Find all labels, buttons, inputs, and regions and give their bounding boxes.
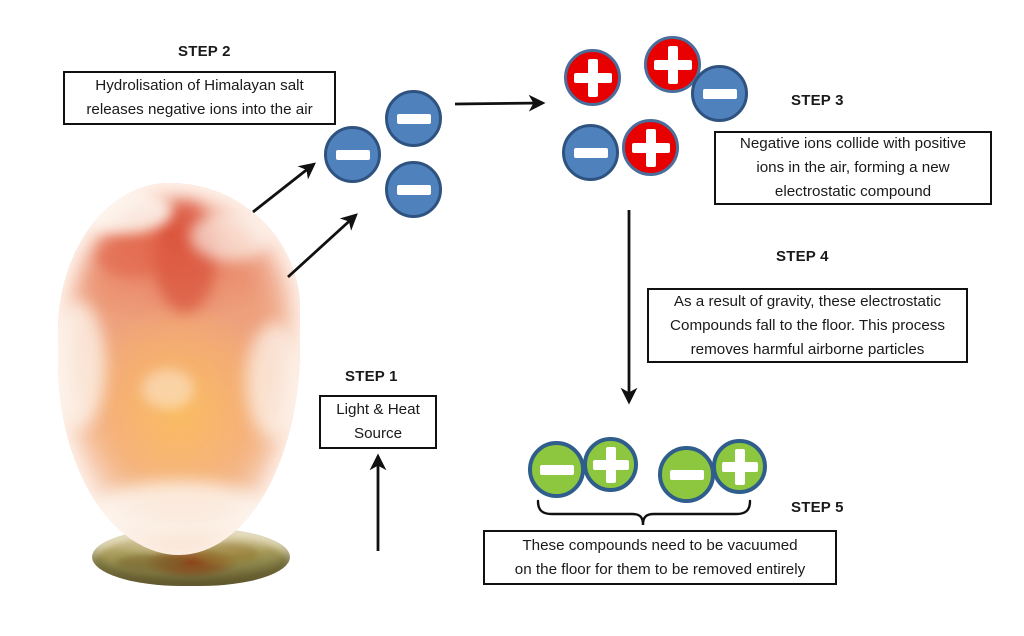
minus-icon <box>396 113 431 124</box>
negative-ion <box>385 90 442 147</box>
step1-box: Light & Heat Source <box>319 395 437 449</box>
step5-box-line2: on the floor for them to be removed enti… <box>514 560 806 578</box>
lamp-base-marbling <box>116 555 186 571</box>
step2-box: Hydrolisation of Himalayan salt releases… <box>63 71 336 125</box>
rock-white-patch <box>58 301 106 429</box>
step2-box-line2: releases negative ions into the air <box>86 101 313 118</box>
rock-white-patch <box>246 323 300 439</box>
step3-label: STEP 3 <box>791 92 844 109</box>
plus-icon <box>721 448 758 485</box>
step5-box: These compounds need to be vacuumed on t… <box>483 530 837 585</box>
step2-box-line1: Hydrolisation of Himalayan salt <box>95 77 304 94</box>
positive-ion <box>622 119 679 176</box>
minus-icon <box>335 149 370 160</box>
step1-box-line2: Source <box>353 425 403 442</box>
rock-white-patch <box>92 481 268 543</box>
step4-box-line3: removes harmful airborne particles <box>690 340 925 358</box>
minus-icon <box>573 147 608 158</box>
minus-icon <box>539 464 574 475</box>
step3-box-line2: ions in the air, forming a new <box>756 159 950 176</box>
compound-negative-ion <box>658 446 715 503</box>
negative-ion <box>691 65 748 122</box>
plus-icon <box>631 128 670 167</box>
step2-label: STEP 2 <box>178 43 231 60</box>
rock-red-streak <box>96 235 170 277</box>
compounds-underbrace <box>536 499 752 526</box>
rock-white-patch <box>190 211 272 261</box>
compound-positive-ion <box>583 437 638 492</box>
salt-lamp-image <box>58 183 306 595</box>
step4-box: As a result of gravity, these electrosta… <box>647 288 968 363</box>
negative-ion <box>562 124 619 181</box>
step3-box: Negative ions collide with positive ions… <box>714 131 992 205</box>
step1-box-line1: Light & Heat <box>336 401 420 418</box>
lamp-base-marbling <box>198 543 258 565</box>
positive-ion <box>564 49 621 106</box>
rock-white-patch <box>76 189 172 233</box>
minus-icon <box>669 469 704 480</box>
step5-box-line1: These compounds need to be vacuumed <box>522 536 798 554</box>
rock-white-patch <box>142 369 194 409</box>
compound-positive-ion <box>712 439 767 494</box>
step3-box-line3: electrostatic compound <box>774 183 932 200</box>
minus-icon <box>702 88 737 99</box>
step4-box-line2: Compounds fall to the floor. This proces… <box>670 316 945 334</box>
step4-box-line1: As a result of gravity, these electrosta… <box>673 292 942 310</box>
lamp-salt-rock <box>58 183 300 555</box>
plus-icon <box>653 45 692 84</box>
step3-box-line1: Negative ions collide with positive <box>739 135 967 152</box>
plus-icon <box>592 446 629 483</box>
step4-label: STEP 4 <box>776 248 829 265</box>
compound-negative-ion <box>528 441 585 498</box>
arrow-ions-to-collision <box>454 94 546 112</box>
negative-ion <box>324 126 381 183</box>
plus-icon <box>573 58 612 97</box>
negative-ion <box>385 161 442 218</box>
minus-icon <box>396 184 431 195</box>
step1-label: STEP 1 <box>345 368 398 385</box>
step5-label: STEP 5 <box>791 499 844 516</box>
